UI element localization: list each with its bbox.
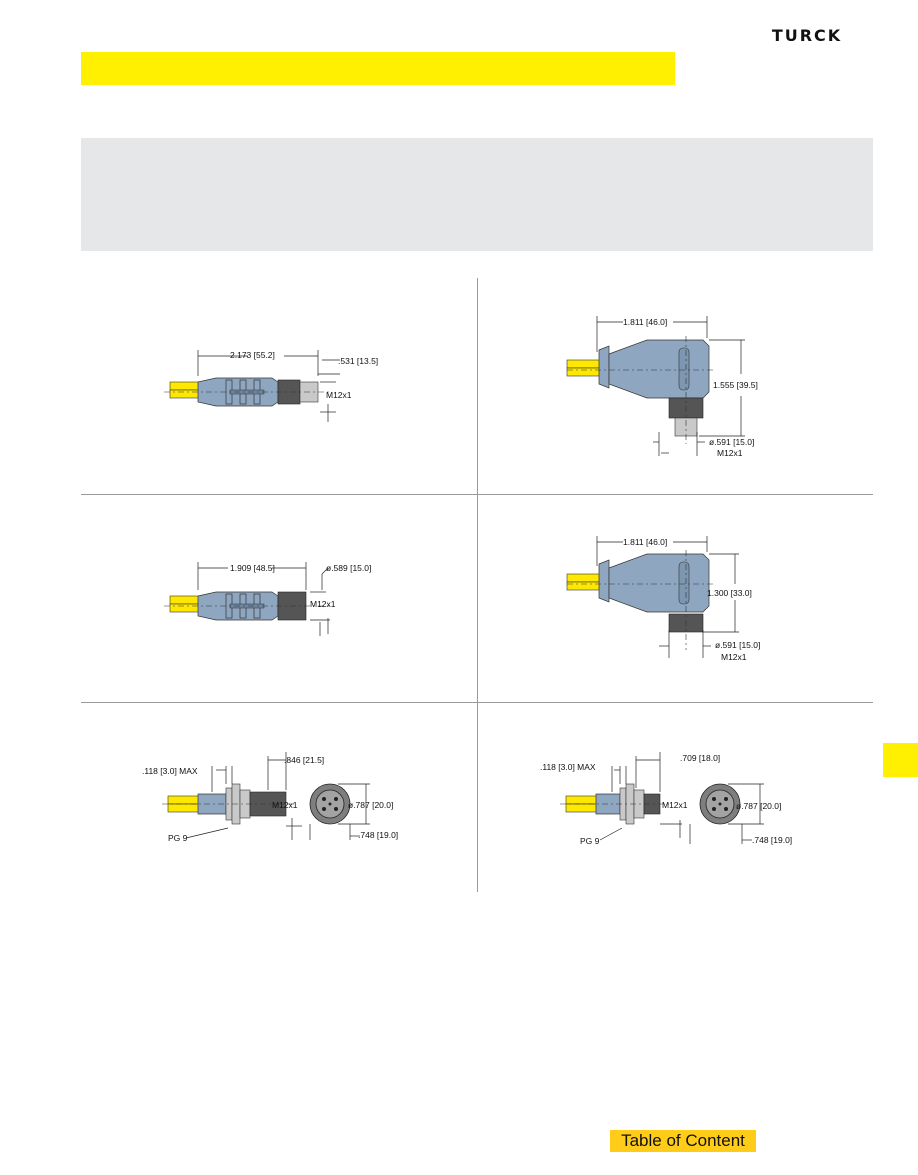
table-of-content-button[interactable]: Table of Content	[610, 1130, 756, 1152]
thread-label: M12x1	[717, 448, 743, 458]
grid-divider-vertical	[477, 278, 478, 892]
thread-label: M12x1	[310, 599, 336, 609]
section-tab[interactable]	[883, 743, 918, 777]
description-box	[81, 138, 873, 251]
face-label: .748 [19.0]	[752, 835, 792, 845]
panel-label: .118 [3.0] MAX	[142, 766, 198, 776]
length-label: .846 [21.5]	[284, 755, 324, 765]
thread-label: M12x1	[326, 390, 352, 400]
height-label: 1.300 [33.0]	[707, 588, 752, 598]
receptacle-male-drawing: .118 [3.0] MAX .846 [21.5] M12x1 PG 9 ø.…	[142, 752, 398, 843]
thread-label: M12x1	[662, 800, 688, 810]
gland-label: PG 9	[580, 836, 600, 846]
thread-length-label: .531 [13.5]	[338, 356, 378, 366]
title-bar	[81, 52, 675, 85]
straight-male-drawing: 2.173 [55.2] .531 [13.5] M12x1	[164, 350, 378, 422]
length-label: .709 [18.0]	[680, 753, 720, 763]
male-face-view	[309, 783, 351, 825]
face-label: .748 [19.0]	[358, 830, 398, 840]
logo-text: TURCK	[772, 27, 842, 43]
flange-label: ø.787 [20.0]	[348, 800, 393, 810]
height-label: 1.555 [39.5]	[713, 380, 758, 390]
flange-label: ø.787 [20.0]	[736, 801, 781, 811]
right-angle-female-drawing: 1.811 [46.0] 1.300 [33.0] ø.591 [15.0] M…	[566, 536, 760, 662]
receptacle-female-drawing: .118 [3.0] MAX .709 [18.0] M12x1 PG 9 ø.…	[540, 752, 792, 846]
length-label: 2.173 [55.2]	[230, 350, 275, 360]
diameter-label: ø.589 [15.0]	[326, 563, 371, 573]
panel-label: .118 [3.0] MAX	[540, 762, 596, 772]
gland-label: PG 9	[168, 833, 188, 843]
length-label: 1.811 [46.0]	[623, 537, 667, 547]
grid-divider-row-2	[81, 702, 873, 703]
straight-female-drawing: 1.909 [48.5] ø.589 [15.0] M12x1	[164, 562, 371, 636]
diameter-label: ø.591 [15.0]	[715, 640, 760, 650]
grid-divider-row-1	[81, 494, 873, 495]
thread-label: M12x1	[721, 652, 747, 662]
turck-logo: TURCK	[740, 27, 874, 43]
length-label: 1.909 [48.5]	[230, 563, 275, 573]
female-face-view	[699, 783, 741, 825]
length-label: 1.811 [46.0]	[623, 317, 667, 327]
right-angle-male-drawing: 1.811 [46.0] 1.555 [39.5] ø.591 [15.0] M…	[566, 316, 758, 458]
thread-label: M12x1	[272, 800, 298, 810]
diameter-label: ø.591 [15.0]	[709, 437, 754, 447]
